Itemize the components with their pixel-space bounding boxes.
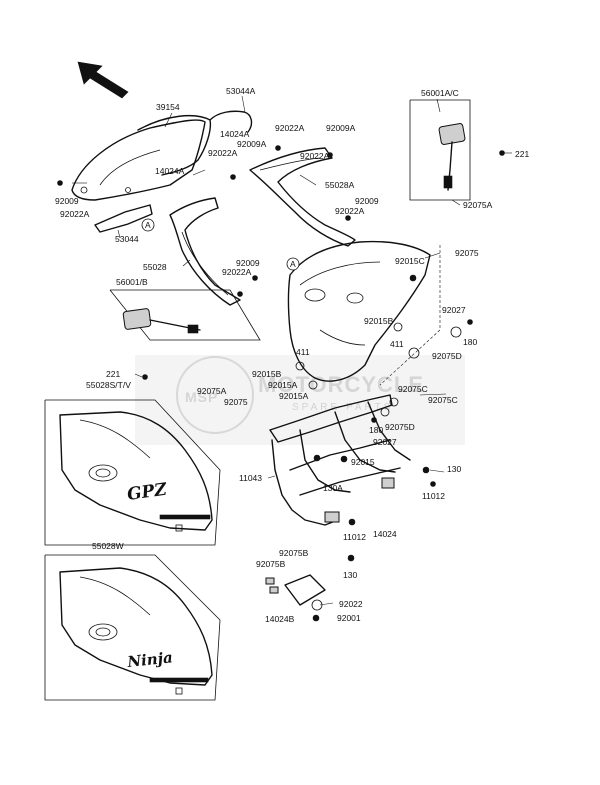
label-180: 180 [369, 425, 383, 435]
label-92009a: 92009A [326, 123, 356, 133]
label-92075a: 92075A [197, 386, 227, 396]
inner-panel-left [169, 197, 241, 306]
label-11012: 11012 [343, 532, 366, 542]
label-92022a: 92022A [60, 209, 90, 219]
label-92015a: 92015A [279, 391, 309, 401]
label-92075b: 92075B [256, 559, 286, 569]
label-92022a: 92022A [335, 206, 365, 216]
label-92022a: 92022A [222, 267, 252, 277]
mirror-right [409, 99, 512, 201]
label-92075: 92075 [224, 397, 248, 407]
fasteners [57, 145, 473, 562]
watermark-badge: MSP [185, 389, 218, 405]
label-130a: 130A [323, 483, 343, 493]
label-92075b: 92075B [279, 548, 309, 558]
label-92015: 92015 [351, 457, 375, 467]
label-221: 221 [515, 149, 529, 159]
label-221: 221 [106, 369, 120, 379]
side-fairing-ninja: Ninja [44, 554, 221, 701]
label-411: 411 [296, 347, 310, 357]
part-labels: 39154 53044A 14024A 92022A 92009A 92009A… [55, 86, 529, 624]
label-92027: 92027 [442, 305, 466, 315]
label-130: 130 [343, 570, 357, 580]
label-411: 411 [390, 339, 404, 349]
leader-lines [72, 95, 461, 606]
gpz-brand-mark: GPZ [126, 480, 169, 505]
label-55028w: 55028W [92, 541, 124, 551]
label-92022: 92022 [339, 599, 363, 609]
label-56001ac: 56001A/C [421, 88, 459, 98]
label-92075c: 92075C [398, 384, 428, 394]
mirror-left [109, 289, 261, 341]
label-92022a: 92022A [208, 148, 238, 158]
label-92015b: 92015B [364, 316, 394, 326]
label-92075a: 92075A [463, 200, 493, 210]
label-92009: 92009 [355, 196, 379, 206]
label-92015c: 92015C [395, 256, 425, 266]
part-label: A [145, 220, 151, 230]
watermark-subtext: SPARE PARTS [292, 402, 393, 413]
label-130: 130 [447, 464, 461, 474]
label-180: 180 [463, 337, 477, 347]
windshield [71, 119, 206, 201]
label-92075d: 92075D [432, 351, 462, 361]
label-14024a: 14024A [220, 129, 250, 139]
watermark-text: MOTORCYCLE [258, 372, 424, 397]
part-label: A [290, 259, 296, 269]
label-92022a: 92022A [300, 151, 330, 161]
label-14024: 14024 [373, 529, 397, 539]
label-92027: 92027 [373, 437, 397, 447]
label-39154: 39154 [156, 102, 180, 112]
label-14024b: 14024B [265, 614, 295, 624]
label-92015a: 92015A [268, 380, 298, 390]
cowl-frame [269, 394, 411, 526]
arrow-up-left-icon [77, 61, 129, 99]
label-92009a: 92009A [237, 139, 267, 149]
label-14024a: 14024A [155, 166, 185, 176]
label-92075d: 92075D [385, 422, 415, 432]
label-53044a: 53044A [226, 86, 256, 96]
label-55028: 55028 [143, 262, 167, 272]
label-92075c: 92075C [428, 395, 458, 405]
label-11043: 11043 [239, 473, 262, 483]
label-92015b: 92015B [252, 369, 282, 379]
upper-cowl [287, 240, 441, 386]
label-55028a: 55028A [325, 180, 355, 190]
label-92001: 92001 [337, 613, 361, 623]
label-92009: 92009 [236, 258, 260, 268]
label-11012: 11012 [422, 491, 445, 501]
label-92022a: 92022A [275, 123, 305, 133]
label-53044: 53044 [115, 234, 139, 244]
ref-a-1: A [141, 218, 155, 232]
bracket-53044 [94, 204, 153, 233]
ref-a-2: A [286, 257, 300, 271]
label-55028stv: 55028S/T/V [86, 380, 131, 390]
trim-strip [137, 110, 253, 176]
bracket-14024b [265, 574, 326, 622]
label-92075: 92075 [455, 248, 479, 258]
ninja-brand-mark: Ninja [126, 648, 174, 671]
inner-panel-right [249, 147, 356, 247]
label-92009: 92009 [55, 196, 79, 206]
label-56001b: 56001/B [116, 277, 148, 287]
